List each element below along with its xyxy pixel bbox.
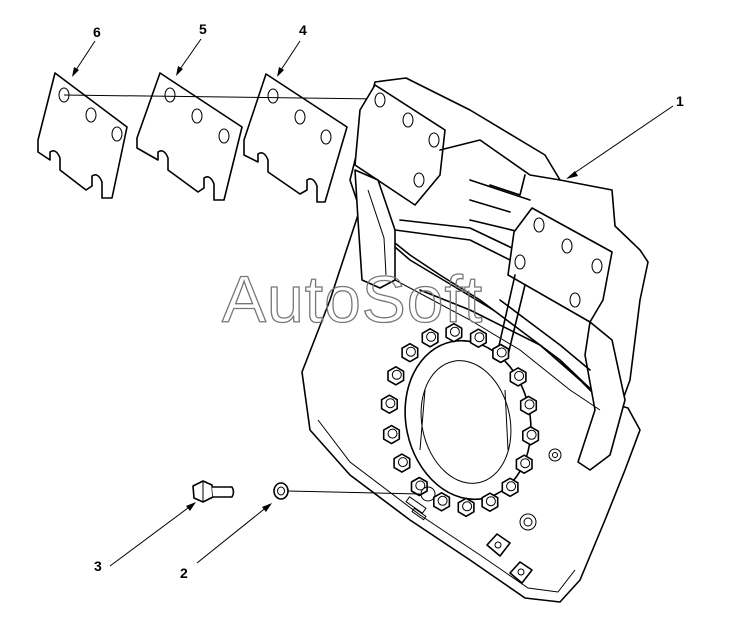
ring-bolt — [492, 343, 510, 364]
callout-6: 6 — [93, 24, 101, 40]
callout-3: 3 — [94, 558, 102, 574]
callout-5: 5 — [199, 21, 207, 37]
bolt-axis-line — [287, 490, 421, 495]
ring-bolt — [382, 424, 401, 445]
ring-bolt — [393, 453, 411, 473]
shim-plate-4 — [243, 73, 348, 203]
ring-bolt — [410, 476, 428, 497]
hex-bolt — [192, 480, 235, 503]
callout-1: 1 — [676, 93, 684, 109]
ring-bolt — [519, 395, 538, 416]
ring-bolt — [387, 365, 405, 386]
ring-bolt — [469, 328, 488, 349]
ring-bolt — [380, 394, 399, 415]
shim-alignment-lines — [63, 94, 380, 100]
bolt-ring — [380, 322, 540, 518]
watermark-text: AutoSoft — [222, 262, 483, 336]
ring-bolt — [401, 342, 419, 363]
callout-2: 2 — [180, 565, 188, 581]
plate-features — [405, 448, 562, 584]
ring-bolt — [521, 425, 540, 446]
ring-bolt — [445, 322, 463, 343]
ring-bolt — [501, 477, 519, 498]
ring-bolt — [457, 497, 475, 518]
washer — [273, 482, 289, 500]
ring-bolt — [509, 367, 527, 387]
ring-bolt — [481, 492, 499, 513]
ring-bolt — [432, 491, 451, 512]
leader-lines — [72, 38, 674, 567]
shim-plate-6 — [37, 72, 128, 199]
callout-4: 4 — [299, 22, 307, 38]
callout-labels: 1 2 3 4 5 6 — [93, 21, 684, 581]
ring-bolt — [421, 327, 439, 348]
shim-plate-5 — [136, 72, 243, 201]
ring-bolt — [515, 454, 533, 475]
